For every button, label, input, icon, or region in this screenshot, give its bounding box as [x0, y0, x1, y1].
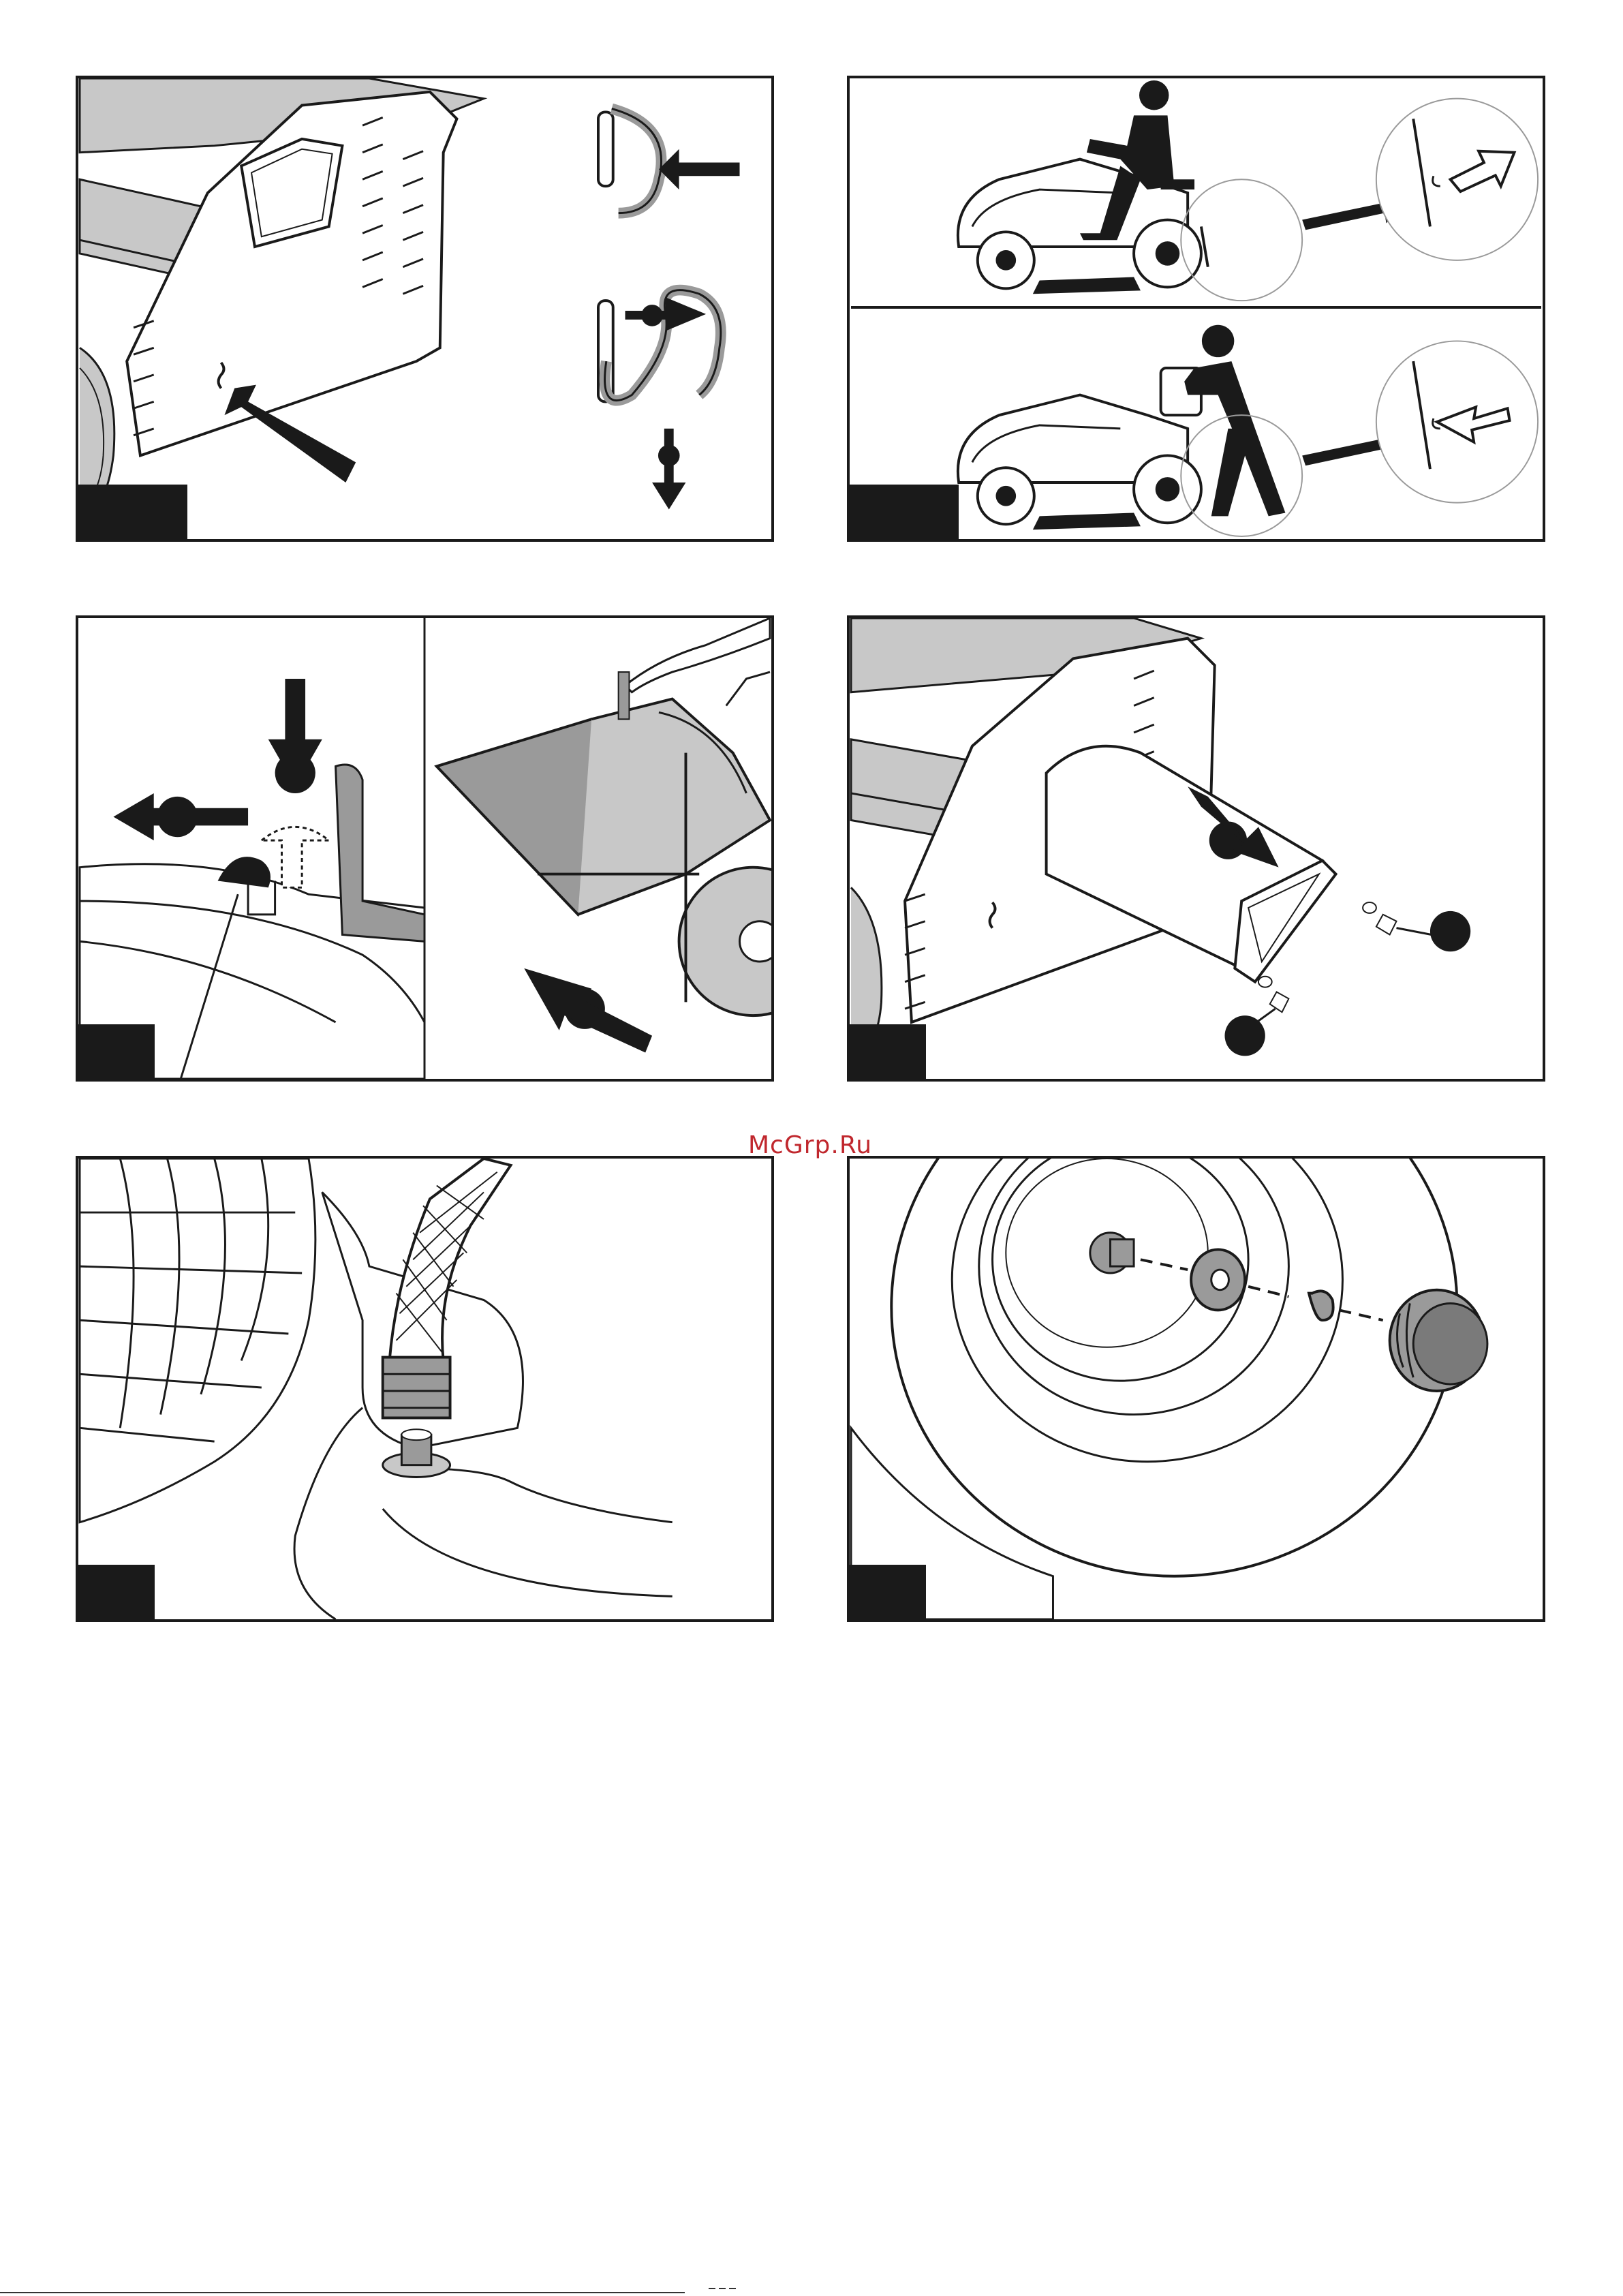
washer-icon [1191, 1249, 1245, 1310]
illustration-panel-3 [76, 615, 774, 1082]
figure-number-tag [850, 1565, 926, 1619]
wheel-icon [850, 1159, 1543, 1619]
hook-icon [598, 290, 721, 510]
screw-icon [1363, 902, 1470, 951]
illustration-panel-4 [847, 615, 1545, 1082]
footer-mark [709, 2286, 749, 2291]
figure-number-tag [78, 1565, 155, 1619]
figure-number-tag [850, 1024, 926, 1079]
hub-cap-icon [1390, 1290, 1487, 1391]
illustration-panel-2 [847, 76, 1545, 542]
illustration-panel-6 [847, 1156, 1545, 1622]
figure-number-tag [78, 1024, 155, 1079]
lever-icon [78, 618, 771, 1079]
tractor-icon [850, 78, 1543, 539]
collector-icon [437, 672, 771, 1015]
illustration-panel-1 [76, 76, 774, 542]
watermark: McGrp.Ru [748, 1131, 872, 1159]
hose-icon [78, 1159, 771, 1619]
plate-icon [78, 78, 771, 539]
connector-icon [383, 1358, 450, 1478]
figure-number-tag [850, 485, 959, 539]
footer-rule [0, 2292, 685, 2293]
figure-number-tag [78, 485, 187, 539]
hook-icon [598, 108, 740, 213]
hand-icon [625, 618, 770, 692]
chute-icon [850, 618, 1543, 1079]
illustration-panel-5 [76, 1156, 774, 1622]
screw-icon [1225, 977, 1289, 1056]
